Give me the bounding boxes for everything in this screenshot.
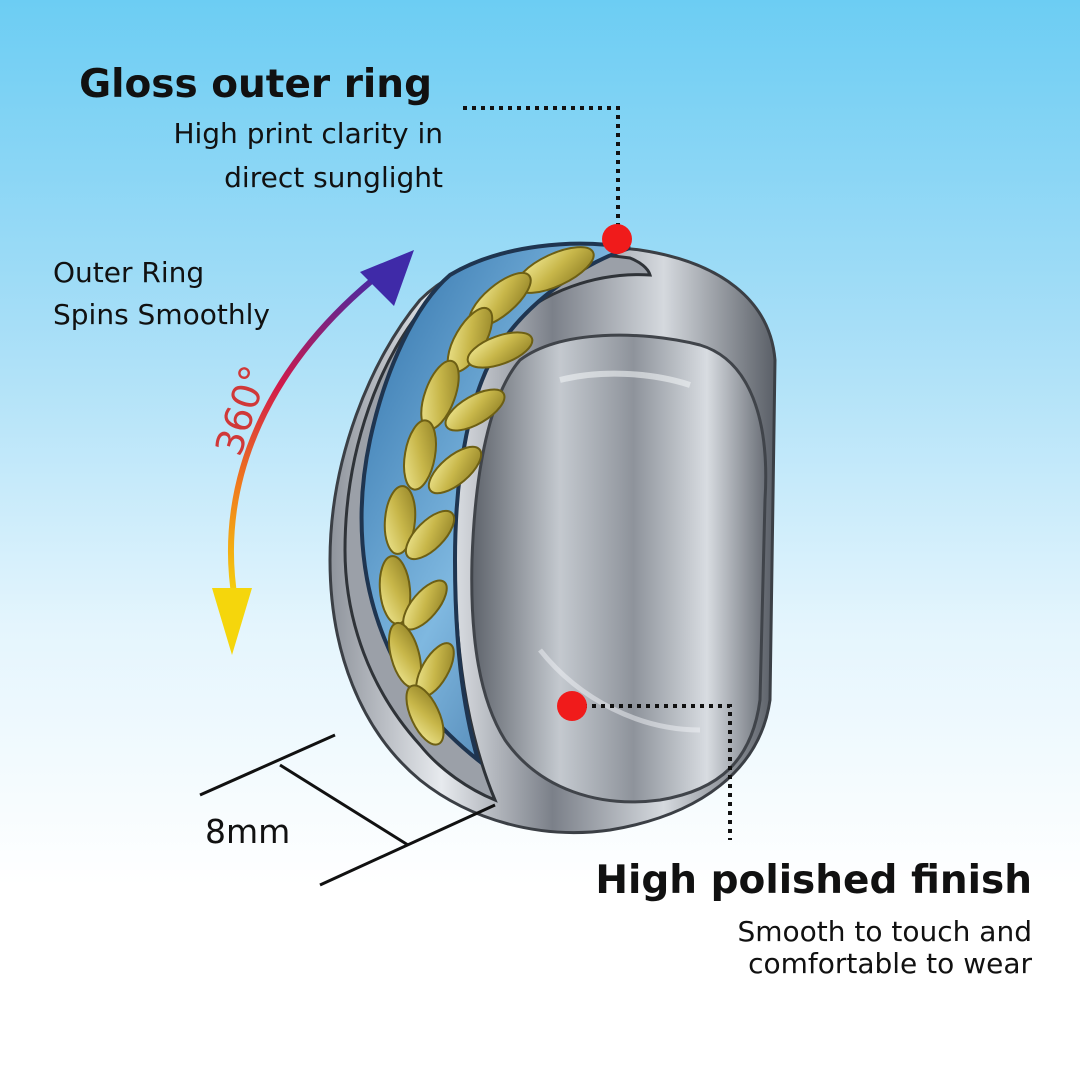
gloss-description-line: direct sunglight <box>224 161 443 194</box>
polish-callout-title: High polished finish <box>595 858 1032 903</box>
gloss-marker-dot <box>602 224 632 254</box>
spin-arrow-head-bottom <box>212 588 252 655</box>
polish-callout-description: Smooth to touch and comfortable to wear <box>737 916 1032 980</box>
spin-degrees-label: 360° <box>207 360 277 461</box>
polish-description-line: Smooth to touch and <box>737 915 1032 948</box>
spin-label-line: Spins Smoothly <box>53 298 270 331</box>
gloss-description-line: High print clarity in <box>173 117 443 150</box>
spin-arrow-head-top <box>360 250 414 306</box>
polish-marker-dot <box>557 691 587 721</box>
spin-label: Outer Ring Spins Smoothly <box>53 252 270 336</box>
gloss-callout-description: High print clarity in direct sunglight <box>173 112 443 200</box>
width-dimension-label: 8mm <box>205 812 291 851</box>
gloss-callout-title: Gloss outer ring <box>79 62 432 107</box>
polish-description-line: comfortable to wear <box>748 947 1032 980</box>
spin-label-line: Outer Ring <box>53 256 205 289</box>
